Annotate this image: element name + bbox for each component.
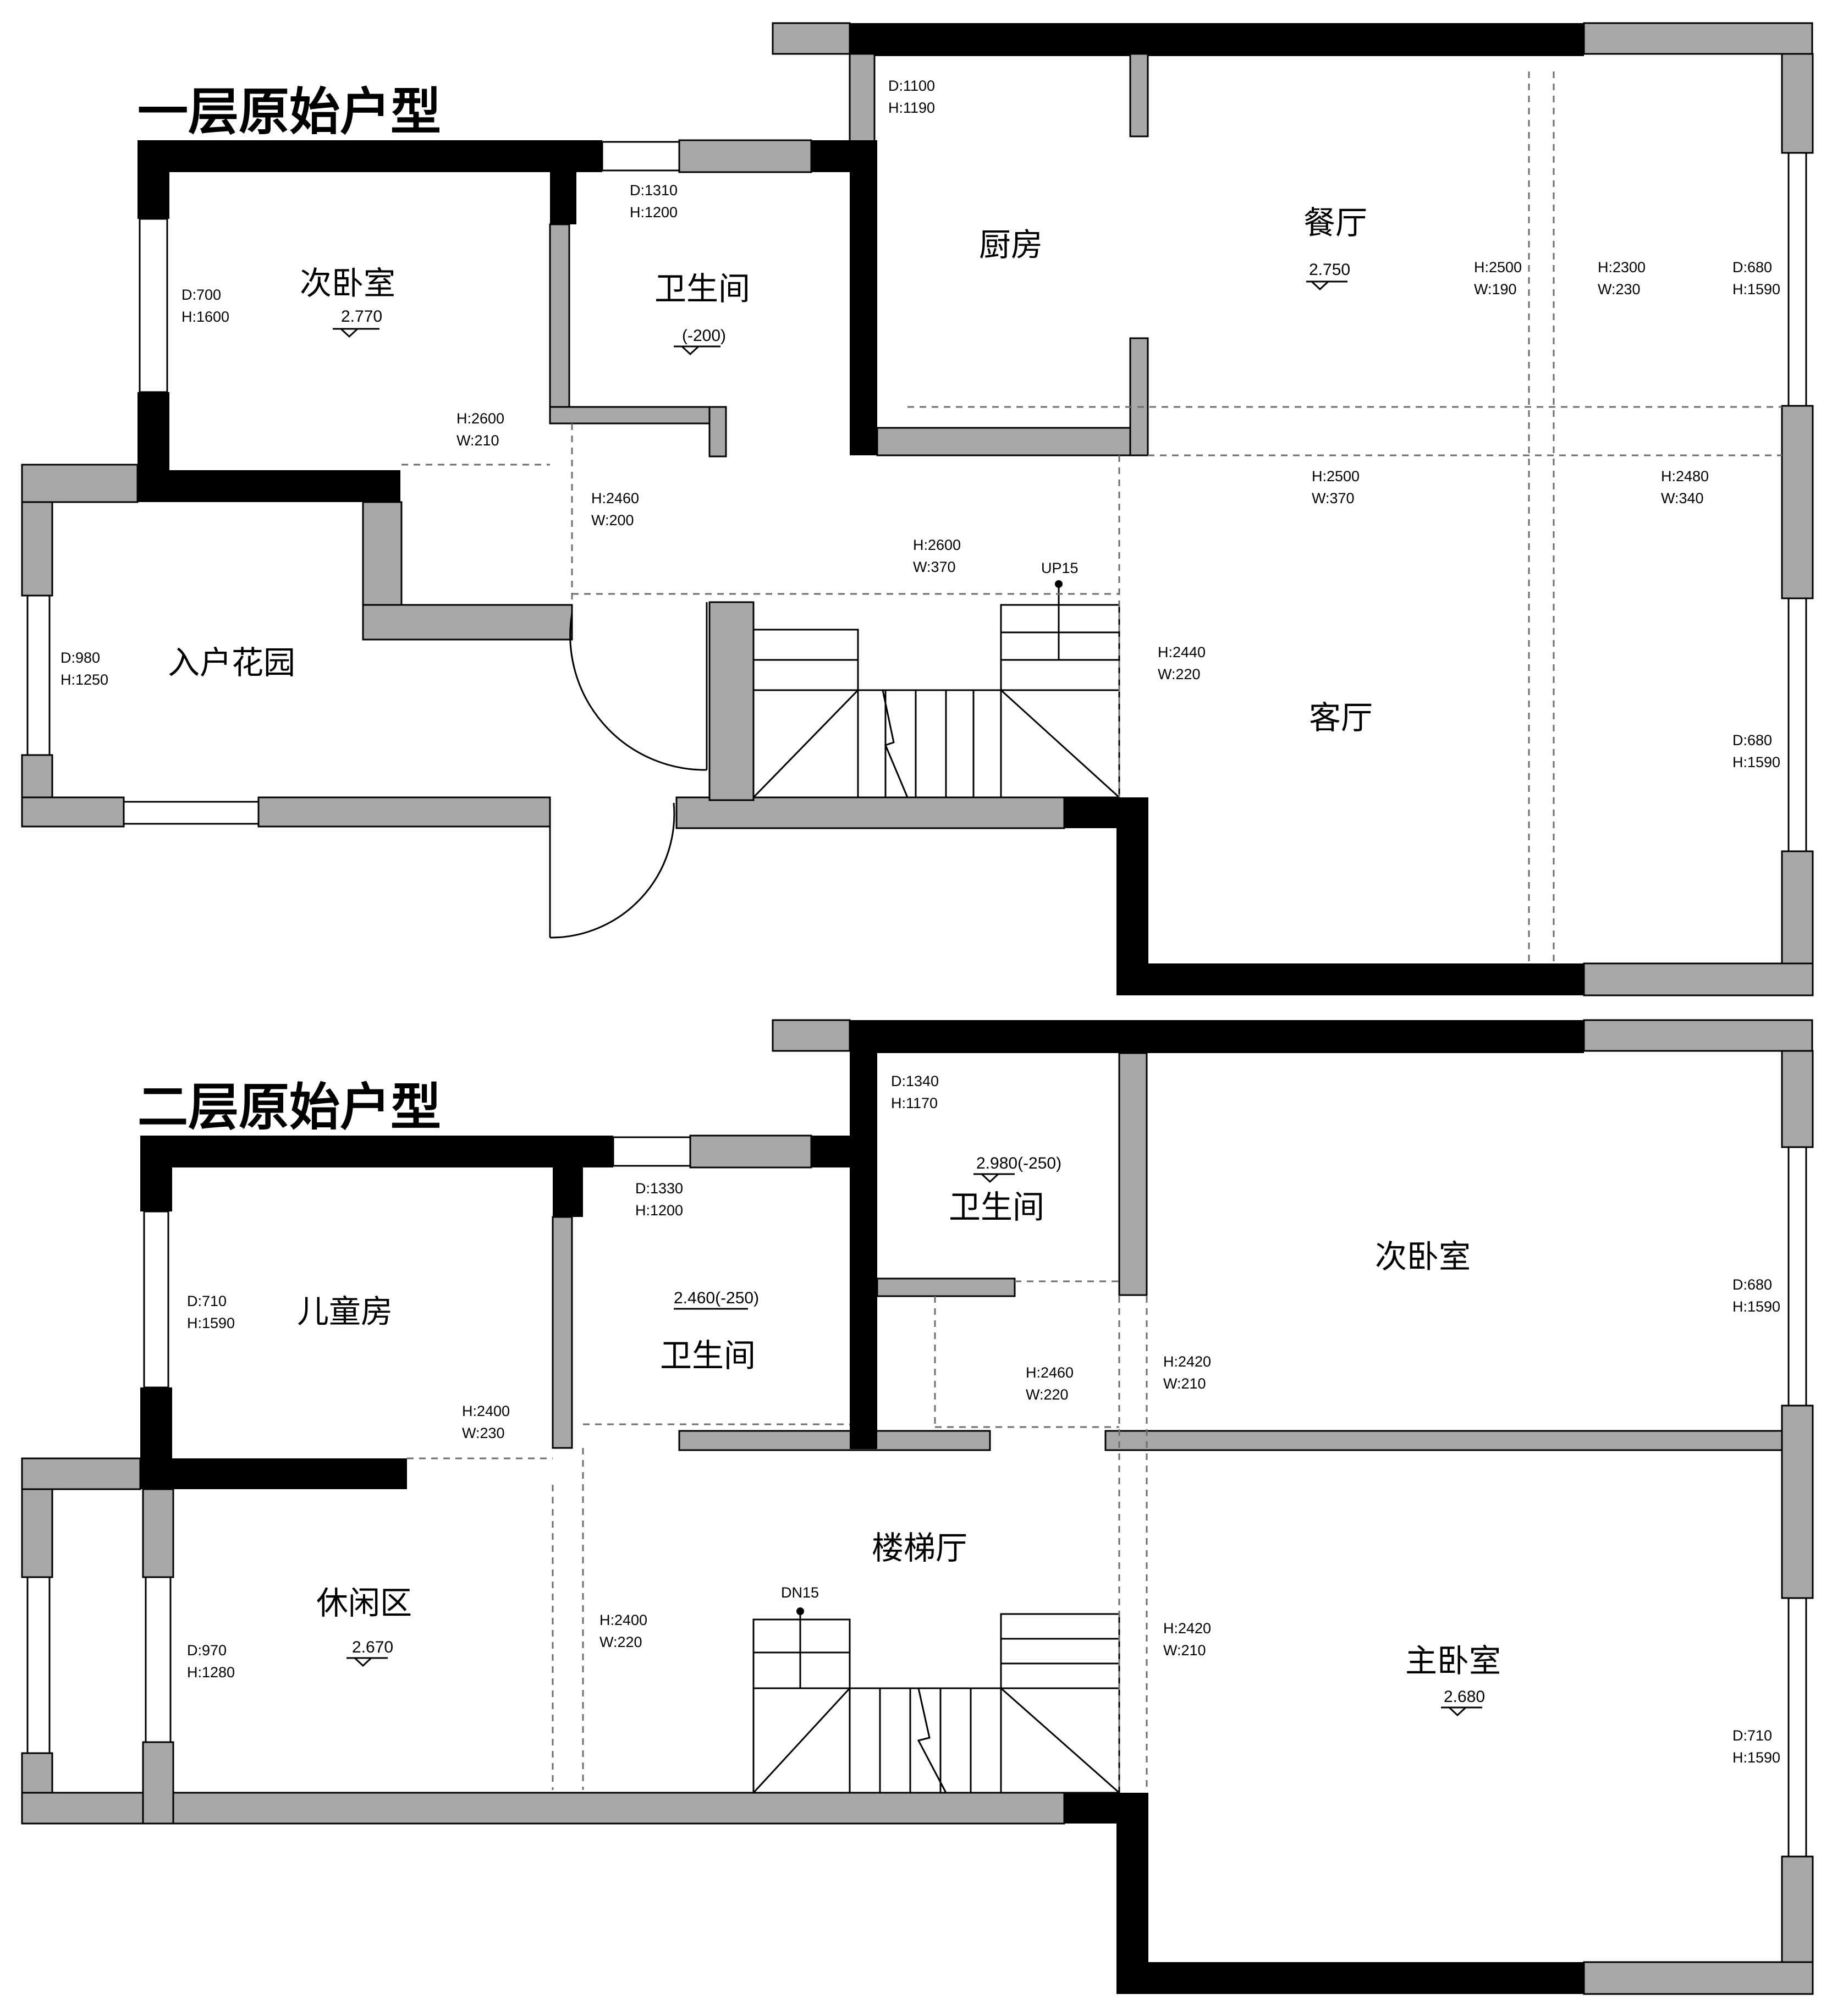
svg-text:H:2420: H:2420 (1163, 1353, 1211, 1370)
svg-text:W:220: W:220 (1158, 666, 1201, 682)
svg-text:D:1310: D:1310 (630, 182, 678, 199)
svg-text:H:1590: H:1590 (1732, 281, 1780, 298)
svg-text:H:1590: H:1590 (187, 1315, 235, 1331)
svg-text:W:220: W:220 (1026, 1386, 1069, 1403)
svg-text:W:200: W:200 (591, 512, 634, 528)
svg-text:H:2480: H:2480 (1661, 468, 1709, 484)
svg-text:W:230: W:230 (1598, 281, 1641, 298)
floor1-doors (549, 602, 708, 939)
level-f1-bathroom: (-200) (682, 327, 726, 345)
svg-text:H:2460: H:2460 (1026, 1364, 1074, 1381)
svg-text:D:1330: D:1330 (635, 1180, 683, 1197)
svg-text:W:210: W:210 (456, 432, 499, 449)
room-name-f1-living: 客厅 (1309, 699, 1373, 736)
svg-text:H:2500: H:2500 (1312, 468, 1360, 484)
svg-text:D:710: D:710 (187, 1293, 227, 1309)
svg-text:H:1200: H:1200 (635, 1202, 683, 1219)
floor1-stair: UP15 (752, 560, 1120, 798)
floor1-stair-label: UP15 (1041, 560, 1079, 576)
room-name-f1-kitchen: 厨房 (979, 226, 1043, 263)
floor2-beams (407, 1280, 1148, 1790)
level-f1-dining: 2.750 (1309, 261, 1350, 279)
level-f2-bathroom-b: 2.980(-250) (976, 1154, 1061, 1172)
svg-text:H:1600: H:1600 (181, 309, 229, 325)
svg-text:H:2300: H:2300 (1598, 259, 1646, 276)
svg-text:H:2440: H:2440 (1158, 644, 1206, 660)
svg-text:H:1280: H:1280 (187, 1664, 235, 1681)
level-f1-second-bedroom: 2.770 (341, 307, 382, 326)
svg-text:H:2460: H:2460 (591, 490, 639, 506)
floor1-walls (21, 22, 1814, 996)
svg-text:W:370: W:370 (1312, 490, 1355, 506)
floor2-stair: DN15 (752, 1584, 1120, 1794)
svg-text:W:230: W:230 (462, 1425, 505, 1441)
svg-text:D:970: D:970 (187, 1642, 227, 1659)
floor1-dimensions: D:1100 H:1190 D:1310 H:1200 D:700 H:1600… (60, 78, 1780, 770)
svg-text:H:1590: H:1590 (1732, 754, 1780, 770)
svg-text:D:1340: D:1340 (891, 1073, 939, 1089)
svg-text:H:2600: H:2600 (913, 537, 961, 553)
floor1-title: 一层原始户型 (137, 82, 441, 141)
svg-text:D:1100: D:1100 (888, 78, 935, 94)
floor2-room-labels: 儿童房 2.460(-250) 卫生间 2.980(-250) 卫生间 次卧室 … (297, 1154, 1501, 1717)
room-name-f2-master-bedroom: 主卧室 (1405, 1642, 1501, 1679)
room-name-f2-bathroom-b: 卫生间 (949, 1188, 1044, 1226)
room-name-f2-kids-room: 儿童房 (297, 1293, 393, 1330)
svg-text:H:1200: H:1200 (630, 204, 678, 221)
svg-text:W:190: W:190 (1474, 281, 1517, 298)
floor2-dimensions: D:1340 H:1170 D:1330 H:1200 D:710 H:1590… (187, 1073, 1780, 1766)
svg-text:H:1590: H:1590 (1732, 1749, 1780, 1766)
level-f2-master-bedroom: 2.680 (1444, 1688, 1485, 1706)
svg-text:H:2400: H:2400 (462, 1403, 510, 1419)
svg-text:H:1590: H:1590 (1732, 1298, 1780, 1315)
level-f2-leisure: 2.670 (352, 1638, 393, 1656)
room-name-f1-dining: 餐厅 (1303, 204, 1367, 241)
room-name-f1-bathroom: 卫生间 (654, 270, 750, 307)
svg-text:D:680: D:680 (1732, 1276, 1772, 1293)
svg-text:H:1250: H:1250 (60, 671, 108, 688)
level-f2-bathroom-a: 2.460(-250) (674, 1289, 759, 1307)
svg-text:H:2400: H:2400 (599, 1612, 647, 1628)
svg-text:W:220: W:220 (599, 1634, 642, 1650)
svg-text:H:1190: H:1190 (888, 100, 935, 116)
svg-text:D:680: D:680 (1732, 259, 1772, 276)
floor1-room-labels: 次卧室 2.770 卫生间 (-200) 厨房 餐厅 2.750 入户花园 客厅 (168, 204, 1373, 736)
floor2-walls (21, 1019, 1814, 1995)
room-name-f2-second-bedroom: 次卧室 (1375, 1238, 1471, 1275)
svg-text:H:1170: H:1170 (891, 1095, 938, 1111)
svg-text:W:210: W:210 (1163, 1375, 1206, 1392)
room-name-f2-bathroom-a: 卫生间 (660, 1337, 756, 1374)
svg-text:D:680: D:680 (1732, 732, 1772, 748)
svg-text:D:700: D:700 (181, 287, 221, 303)
svg-text:W:210: W:210 (1163, 1642, 1206, 1659)
svg-text:D:710: D:710 (1732, 1727, 1772, 1744)
svg-text:H:2500: H:2500 (1474, 259, 1522, 276)
svg-text:W:340: W:340 (1661, 490, 1704, 506)
floor1-plan: 一层原始户型 (21, 22, 1814, 996)
svg-text:D:980: D:980 (60, 649, 100, 666)
svg-text:W:370: W:370 (913, 559, 956, 575)
floor2-plan: 二层原始户型 (21, 1019, 1814, 1995)
room-name-f2-leisure: 休闲区 (316, 1584, 412, 1622)
floor2-title: 二层原始户型 (137, 1078, 441, 1137)
floor2-stair-label: DN15 (781, 1584, 819, 1601)
room-name-f1-second-bedroom: 次卧室 (300, 265, 395, 302)
svg-text:H:2420: H:2420 (1163, 1620, 1211, 1637)
room-name-f1-entry-garden: 入户花园 (168, 644, 295, 681)
svg-text:H:2600: H:2600 (456, 410, 504, 427)
floor1-beams (401, 71, 1782, 962)
room-name-f2-stair-hall: 楼梯厅 (872, 1529, 967, 1567)
